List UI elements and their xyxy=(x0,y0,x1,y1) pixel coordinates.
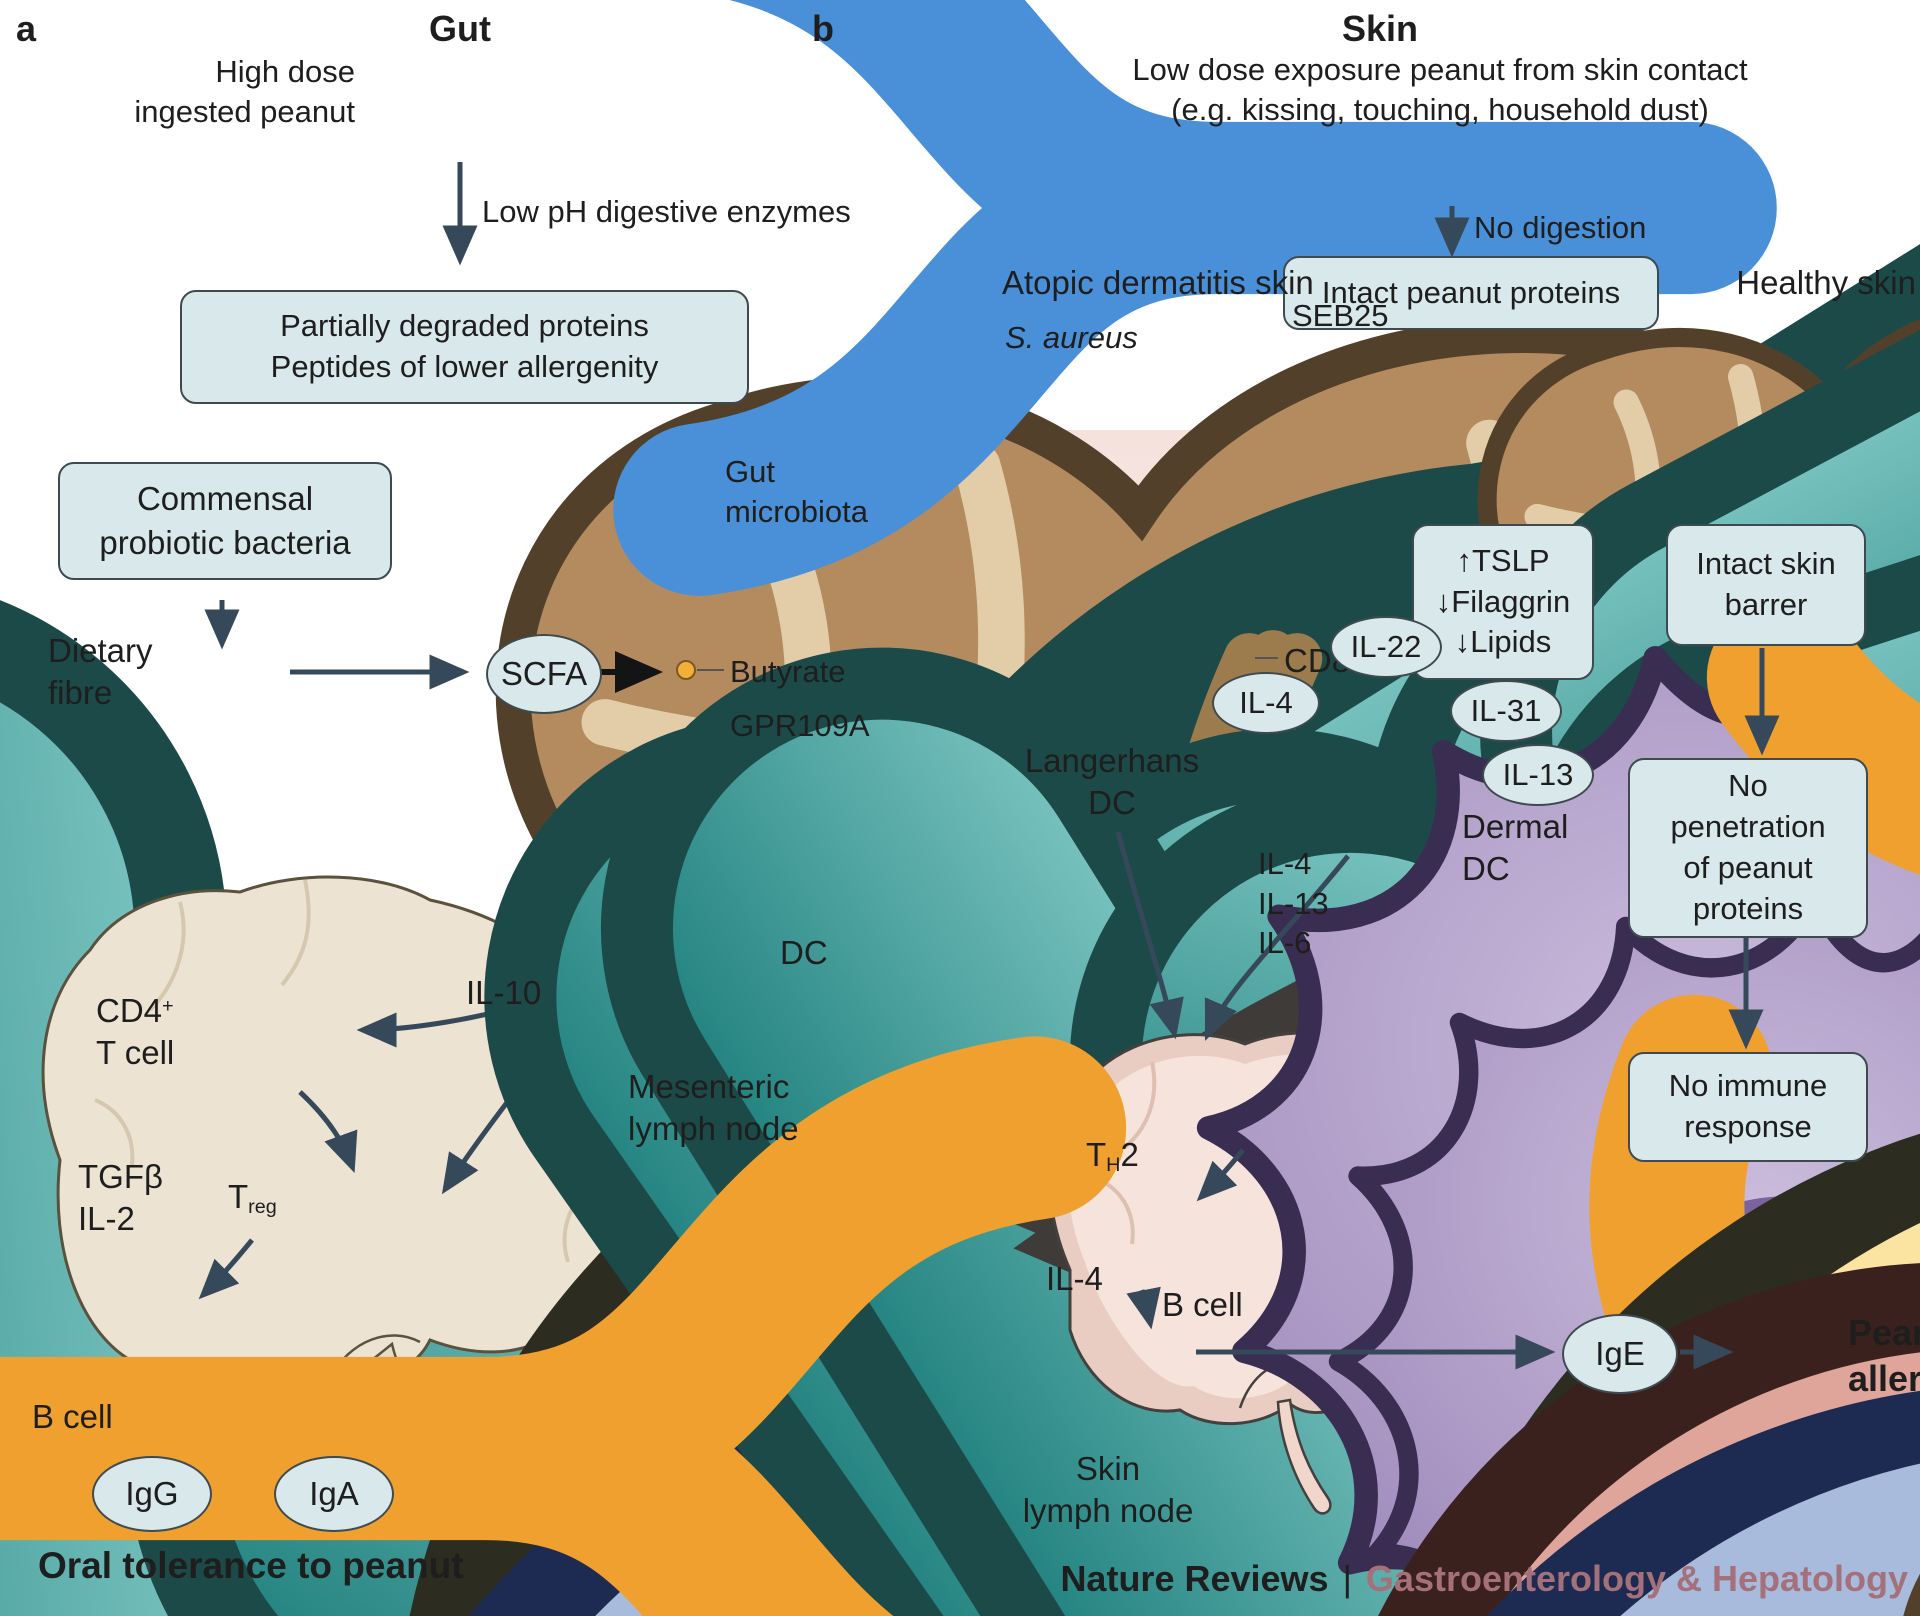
cd4-tcell-label: CD4+ T cell xyxy=(96,992,175,1072)
footer-separator: | xyxy=(1342,1558,1352,1599)
langerhans-label: Langerhans DC xyxy=(1024,742,1200,822)
il13-oval: IL-13 xyxy=(1482,744,1594,806)
panel-b-label: b xyxy=(812,8,834,49)
iga-oval: IgA xyxy=(274,1456,394,1532)
il31-oval: IL-31 xyxy=(1450,680,1562,742)
tgfb-il2-label: TGFβ IL-2 xyxy=(78,1158,163,1238)
b-cell-label-gut: B cell xyxy=(32,1398,113,1435)
footer-brand: Nature Reviews xyxy=(1060,1558,1329,1599)
butyrate-label: Butyrate xyxy=(730,654,846,689)
exposure-caption: Low dose exposure peanut from skin conta… xyxy=(1132,52,1748,127)
no-immune-box: No immune response xyxy=(1628,1052,1868,1162)
intact-barrier-box: Intact skin barrer xyxy=(1666,524,1866,646)
footer-journal: Gastroenterology & Hepatology xyxy=(1365,1558,1908,1599)
dc-cytokines-label: IL-4 IL-13 IL-6 xyxy=(1258,846,1329,961)
peanut-caption: High dose ingested peanut xyxy=(134,54,355,129)
arrow-treg-bcell xyxy=(198,1238,254,1300)
dc-label: DC xyxy=(780,934,828,971)
oral-tolerance-label: Oral tolerance to peanut xyxy=(38,1545,464,1586)
scfa-oval: SCFA xyxy=(486,634,602,714)
dietary-fibre-label: Dietary fibre xyxy=(48,632,153,712)
panel-a-label: a xyxy=(16,8,37,49)
mesenteric-label: Mesenteric lymph node xyxy=(628,1068,799,1148)
gut-microbiota-label: Gut microbiota xyxy=(725,454,868,529)
tslp-box: ↑TSLP ↓Filaggrin ↓Lipids xyxy=(1412,524,1594,680)
healthy-skin-label: Healthy skin xyxy=(1736,264,1916,301)
arrow-langerhans-node xyxy=(1115,831,1184,1040)
butyrate-icon xyxy=(676,660,696,680)
panel-b-title: Skin xyxy=(1341,8,1419,49)
il4-oval: IL-4 xyxy=(1212,672,1320,734)
treg-label: Treg xyxy=(228,1178,277,1218)
gpr109a-label: GPR109A xyxy=(730,708,870,743)
degraded-proteins-box: Partially degraded proteins Peptides of … xyxy=(180,290,749,404)
dermal-dc-label: Dermal DC xyxy=(1462,808,1569,888)
journal-footer: Nature Reviews | Gastroenterology & Hepa… xyxy=(1060,1558,1908,1600)
panel-a-title: Gut xyxy=(429,8,491,49)
ige-oval: IgE xyxy=(1562,1314,1678,1394)
igg-oval: IgG xyxy=(92,1456,212,1532)
il22-oval: IL-22 xyxy=(1330,616,1442,678)
il4-label-node: IL-4 xyxy=(1046,1260,1103,1297)
atopic-skin-label: Atopic dermatitis skin xyxy=(1002,264,1314,301)
seb25-label: SEB25 xyxy=(1292,298,1389,333)
peanut-allergy-label: Peanut allergy xyxy=(1848,1312,1920,1400)
arrow-tcell-th2 xyxy=(1196,1148,1245,1202)
th2-label: TH2 xyxy=(1086,1136,1139,1176)
arrow-th2-bcell xyxy=(1126,1286,1161,1330)
b-cell-label-skin: B cell xyxy=(1162,1286,1243,1323)
s-aureus-label: S. aureus xyxy=(1005,320,1138,355)
intact-peanut-box: Intact peanut proteins xyxy=(1283,256,1659,330)
arrow-cd4-treg xyxy=(298,1090,358,1174)
skin-lymph-node-label: Skin lymph node xyxy=(1022,1450,1194,1530)
no-digestion-label: No digestion xyxy=(1474,210,1647,245)
digestion-arrow-label: Low pH digestive enzymes xyxy=(482,194,851,229)
commensal-box: Commensal probiotic bacteria xyxy=(58,462,392,580)
no-penetration-box: No penetration of peanut proteins xyxy=(1628,758,1868,938)
arrow-dermal-node xyxy=(1204,854,1350,1041)
il10-label: IL-10 xyxy=(466,974,542,1011)
